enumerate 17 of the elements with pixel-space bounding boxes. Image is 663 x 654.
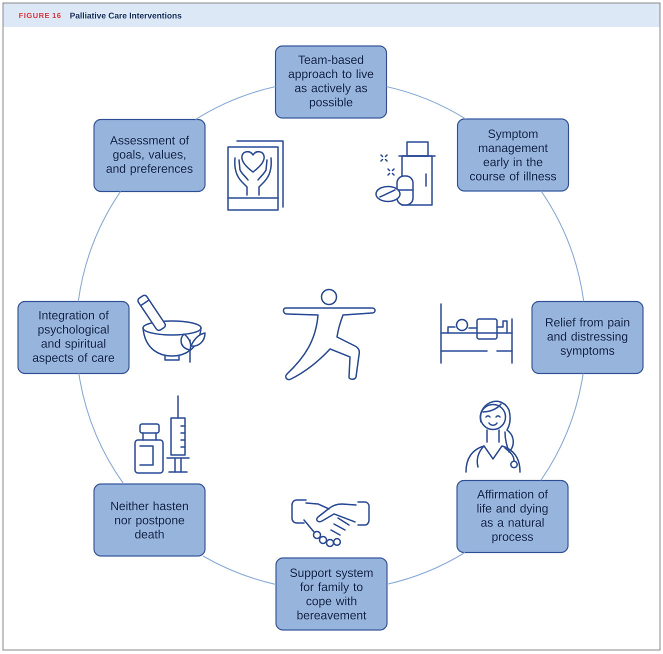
ring-arc [202,556,276,585]
rounded-box: Support system for family to cope with bereavement [275,557,388,631]
rounded-box: Neither hasten nor postpone death [93,483,206,557]
ring-arc [195,86,276,120]
ring-arc [386,86,466,120]
rounded-box: Symptom management early in the course of illness [456,118,570,192]
ring-arc [540,374,584,481]
rounded-box: Relief from pain and distressing symptoms [531,300,644,374]
figure-title: Palliative Care Interventions [70,12,182,19]
rounded-box: Team-based approach to live as actively as possible [274,45,388,119]
rounded-box: Assessment of goals, values, and preferences [93,118,206,192]
ring-arc [386,552,466,585]
rounded-box: Integration of psychological and spiritual aspects of care [17,300,130,374]
ring-arc [78,374,124,484]
rounded-box: Affirmation of life and dying as a natural process [456,480,569,554]
ring-arc [540,190,584,302]
ring-arc [78,191,121,302]
